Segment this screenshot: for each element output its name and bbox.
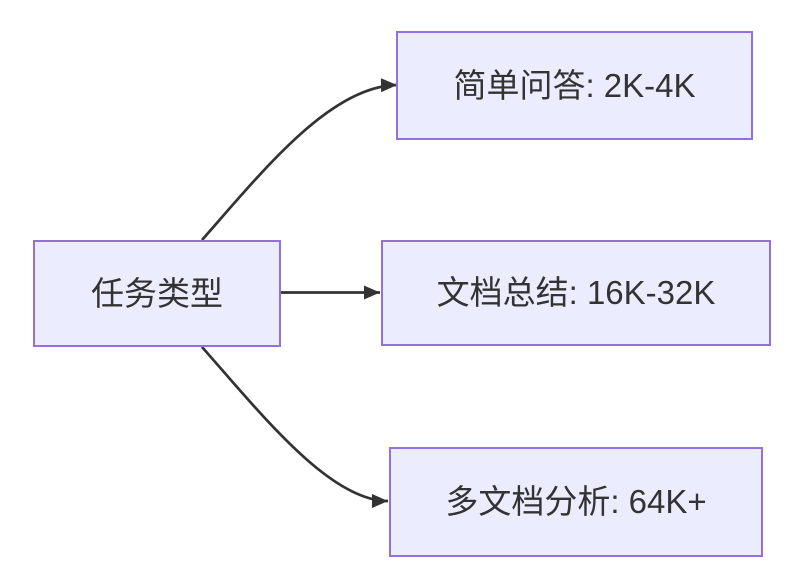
- node-simple-qa: 简单问答: 2K-4K: [396, 31, 753, 140]
- node-doc-summary-label: 文档总结: 16K-32K: [436, 274, 716, 312]
- node-doc-summary: 文档总结: 16K-32K: [381, 240, 771, 346]
- node-multi-doc-analysis: 多文档分析: 64K+: [389, 447, 763, 557]
- node-multi-doc-analysis-label: 多文档分析: 64K+: [445, 483, 707, 521]
- edge-to-multi-doc-analysis: [200, 346, 389, 508]
- node-task-type-label: 任务类型: [91, 274, 223, 312]
- node-simple-qa-label: 简单问答: 2K-4K: [453, 66, 696, 104]
- node-task-type: 任务类型: [33, 240, 281, 347]
- edge-to-simple-qa: [200, 78, 398, 241]
